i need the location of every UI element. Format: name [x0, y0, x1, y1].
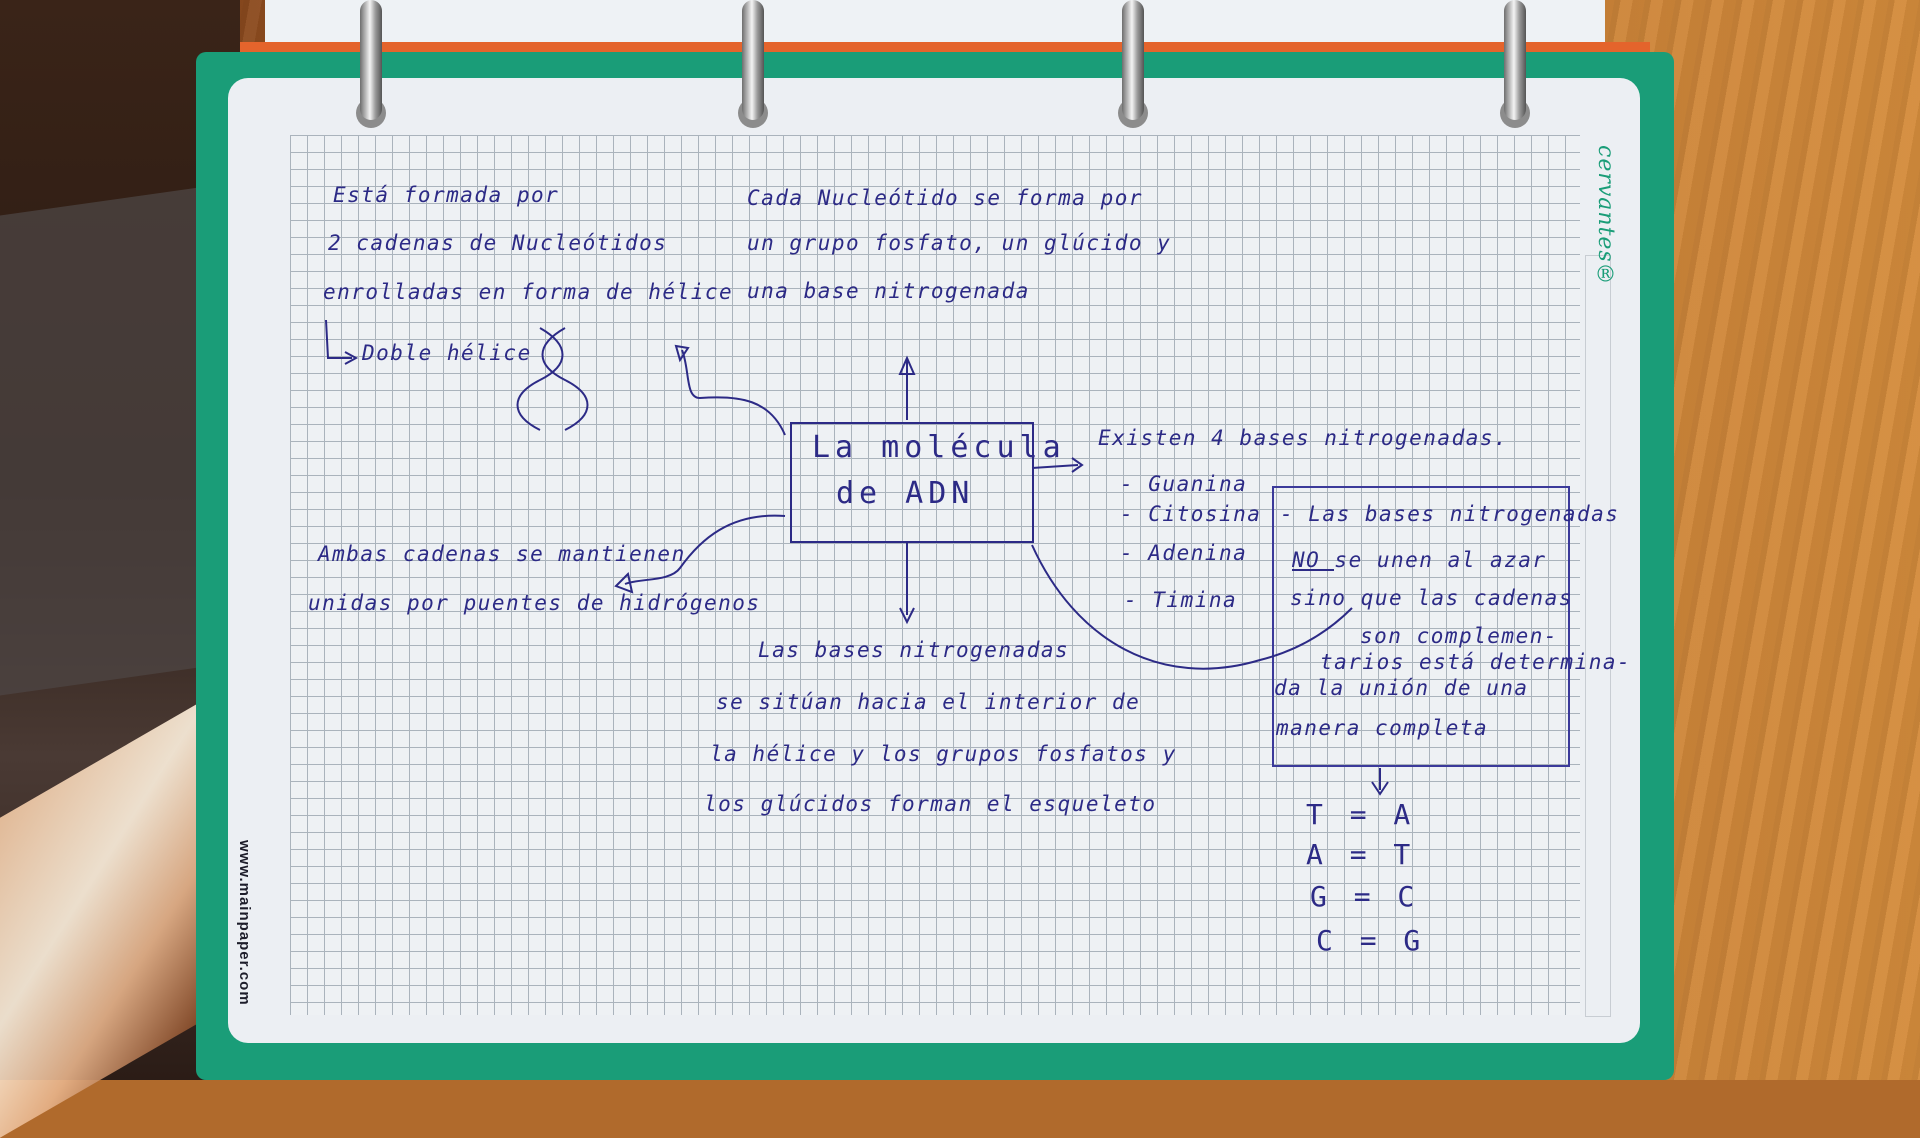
helix-strand — [516, 327, 564, 431]
arrow-head — [344, 351, 359, 365]
graph-paper-grid — [290, 135, 1580, 1015]
margin-strip — [1585, 255, 1611, 1017]
note-line: los glúcidos forman el esqueleto — [704, 792, 1157, 816]
arrow-head — [1071, 457, 1084, 473]
note-line: enrolladas en forma de hélice — [323, 280, 734, 304]
binder-ring — [742, 0, 764, 120]
arrow-head — [899, 607, 915, 625]
base-pair: C = G — [1316, 924, 1426, 957]
note-line: unidas por puentes de hidrógenos — [308, 591, 761, 615]
box-line: sino que las cadenas — [1290, 586, 1573, 610]
website-url: www.mainpaper.com — [236, 840, 253, 1006]
note-line: Ambas cadenas se mantienen — [318, 542, 686, 566]
note-line: Está formada por — [333, 183, 560, 207]
central-concept-line: de ADN — [836, 476, 975, 511]
box-line: da la unión de una — [1274, 676, 1529, 700]
note-line: Las bases nitrogenadas — [758, 638, 1070, 662]
box-line: - Las bases nitrogenadas — [1280, 502, 1620, 526]
arrow-line — [624, 514, 786, 585]
note-line: un grupo fosfato, un glúcido y — [747, 231, 1172, 255]
base-item: - Citosina — [1120, 502, 1262, 526]
base-item: - Guanina — [1120, 472, 1248, 496]
note-line: se sitúan hacia el interior de — [716, 690, 1141, 714]
binder-ring — [1504, 0, 1526, 120]
central-concept-box — [790, 422, 1034, 543]
arrow-head — [898, 355, 916, 375]
binder-ring — [360, 0, 382, 120]
arrow-line — [1031, 544, 1353, 670]
box-line: manera completa — [1276, 716, 1489, 740]
note-line: la hélice y los grupos fosfatos y — [710, 742, 1177, 766]
arrow-line — [1031, 464, 1079, 469]
base-pair: A = T — [1306, 838, 1416, 871]
base-pair: T = A — [1306, 798, 1416, 831]
base-pair: G = C — [1310, 880, 1420, 913]
arrow-line — [325, 319, 352, 359]
central-concept-line: La molécula — [812, 430, 1066, 465]
box-line: NO se unen al azar — [1292, 548, 1547, 572]
box-line: son complemen- — [1360, 624, 1559, 648]
base-item: - Adenina — [1120, 541, 1248, 565]
bases-title: Existen 4 bases nitrogenadas. — [1098, 426, 1509, 450]
note-line: 2 cadenas de Nucleótidos — [328, 231, 668, 255]
pairing-note-box — [1272, 486, 1570, 767]
arrow-head — [614, 572, 634, 594]
box-line: tarios está determina- — [1320, 650, 1632, 674]
arrow-head — [1371, 781, 1389, 796]
helix-strand — [541, 327, 589, 431]
hand-drawn-arrows — [325, 319, 1389, 796]
note-line: una base nitrogenada — [747, 279, 1030, 303]
base-item: - Timina — [1124, 588, 1238, 612]
note-line: Cada Nucleótido se forma por — [747, 186, 1144, 210]
arrow-head — [674, 344, 690, 363]
arrow-line — [681, 349, 786, 436]
double-helix-label: Doble hélice — [362, 341, 532, 365]
binder-ring — [1122, 0, 1144, 120]
